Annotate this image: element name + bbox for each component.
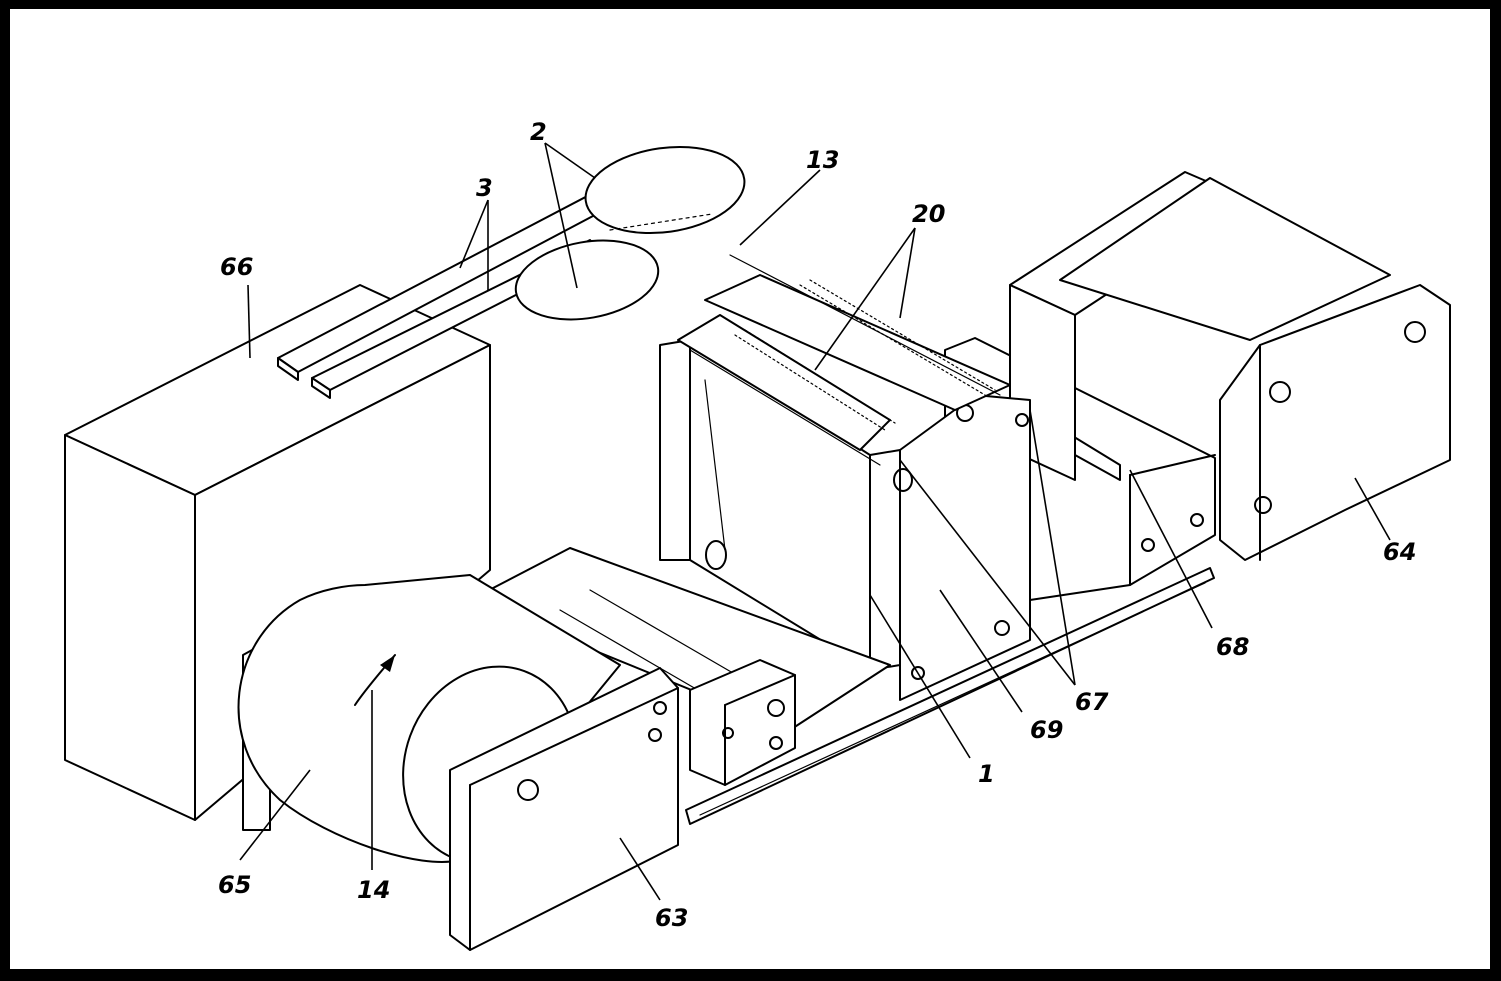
discs-2	[514, 145, 746, 321]
label-68: 68	[1216, 633, 1249, 661]
label-14: 14	[357, 876, 390, 904]
label-63: 63	[655, 904, 688, 932]
machine-drawing: 1 2 3 13 14 20 63 64 65 66 67 68 69	[64, 118, 1451, 951]
machine-64	[1009, 171, 1451, 561]
label-20: 20	[912, 200, 945, 228]
label-69: 69	[1030, 716, 1063, 744]
label-1: 1	[978, 760, 995, 788]
label-13: 13	[806, 146, 839, 174]
central-frame-1	[659, 339, 1031, 701]
label-65: 65	[218, 871, 251, 899]
label-67: 67	[1075, 688, 1109, 716]
label-2: 2	[530, 118, 547, 146]
leader-lines	[239, 142, 1391, 901]
label-3: 3	[476, 174, 493, 202]
roller-assembly-20	[677, 254, 1011, 466]
clamp-block	[689, 659, 796, 786]
label-64: 64	[1383, 538, 1416, 566]
drawing-sheet: 1 2 3 13 14 20 63 64 65 66 67 68 69	[10, 9, 1490, 969]
plate-63	[449, 667, 679, 951]
label-66: 66	[220, 253, 253, 281]
base-beam	[685, 567, 1215, 825]
